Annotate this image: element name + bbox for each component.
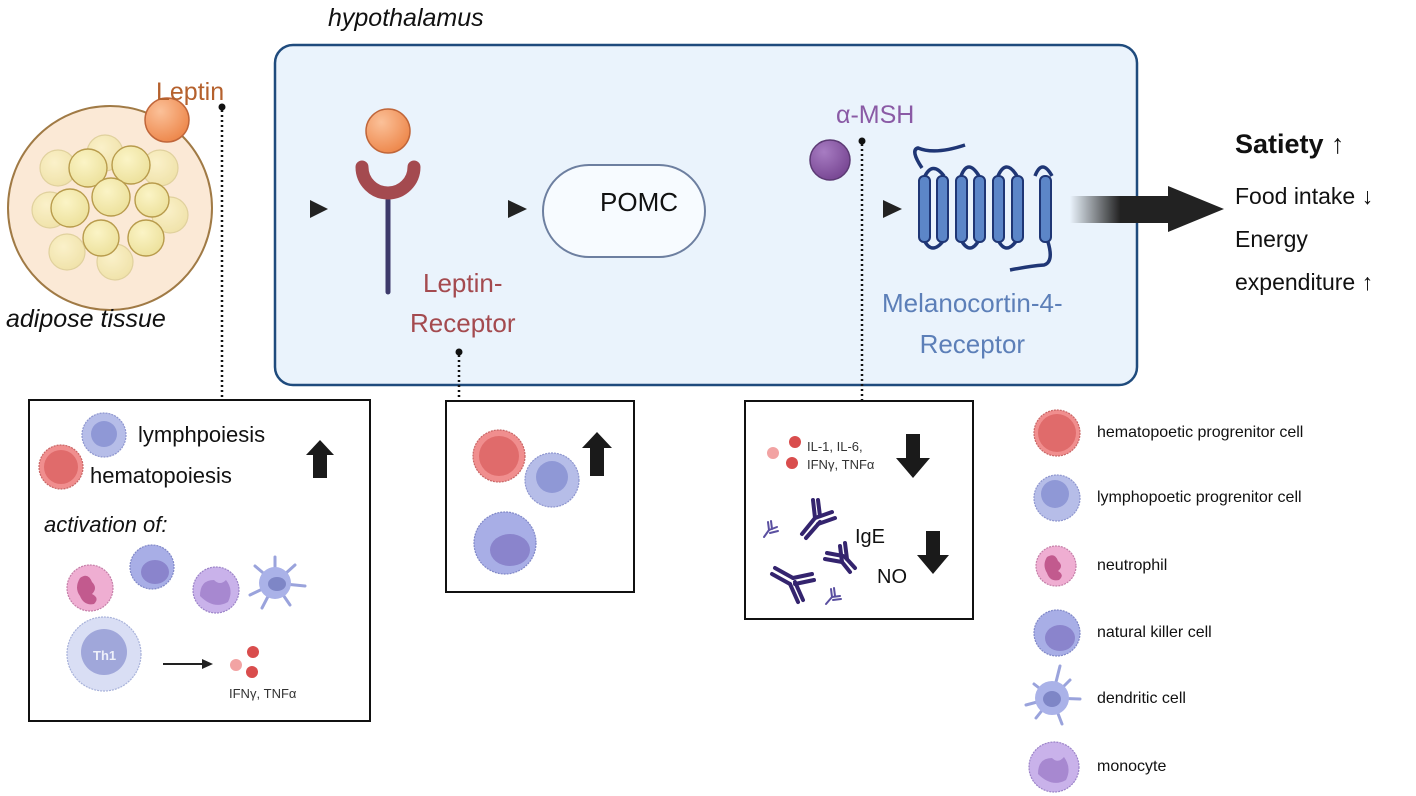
- arrow-to-satiety: [1070, 186, 1224, 232]
- msh-cytokines-line2: IFNγ, TNFα: [807, 457, 875, 472]
- th1-cytokines-label: IFNγ, TNFα: [229, 686, 297, 701]
- natural-killer-cell-icon: [473, 511, 537, 575]
- mc4r-label: Melanocortin-4- Receptor: [882, 283, 1063, 365]
- leptin-receptor-icon: [355, 108, 421, 295]
- legend-item-label: dendritic cell: [1097, 690, 1186, 707]
- mc4r-label-line1: Melanocortin-4-: [882, 288, 1063, 318]
- lymphopoetic-progenitor-cell-icon: [81, 412, 127, 458]
- receptor-leader-dot: [455, 348, 463, 356]
- leptin-receptor-label-line1: Leptin-: [423, 268, 503, 298]
- legend-monocyte-icon: [1028, 741, 1080, 793]
- lymphpoiesis-label: lymphpoiesis: [138, 422, 266, 447]
- arrow-adipose-to-receptor: [214, 200, 328, 218]
- ige-antibodies-icon: [763, 498, 857, 605]
- hematopoiesis-label: hematopoiesis: [90, 463, 232, 488]
- msh-leader-dot: [858, 137, 866, 145]
- legend-neutrophil-icon: [1035, 545, 1077, 587]
- leptin-receptor-label: Leptin- Receptor: [410, 263, 516, 343]
- legend-item-label: lymphopoetic progrenitor cell: [1097, 489, 1302, 506]
- mc4r-receptor-icon: [913, 143, 1054, 272]
- arrow-receptor-to-pomc: [425, 200, 527, 218]
- dendritic-cell-icon: [248, 555, 307, 610]
- natural-killer-cell-icon: [129, 544, 175, 590]
- legend-item-label: natural killer cell: [1097, 624, 1212, 641]
- legend-dendritic-icon: [1024, 664, 1082, 726]
- no-label: NO: [877, 566, 907, 588]
- hypothalamus-label: hypothalamus: [328, 4, 484, 32]
- legend-hematopoetic-icon: [1033, 409, 1081, 457]
- activation-label: activation of:: [44, 512, 168, 537]
- msh-molecule-icon: [809, 139, 851, 181]
- adipose-tissue-icon: [7, 105, 213, 311]
- adipose-tissue-label: adipose tissue: [6, 305, 166, 333]
- leptin-molecule-icon: [144, 97, 190, 143]
- outcome-energy: Energy: [1235, 226, 1308, 252]
- down-arrow-icon: [917, 531, 949, 574]
- msh-cytokines-line1: IL-1, IL-6,: [807, 439, 863, 454]
- legend-natural-killer-icon: [1033, 609, 1081, 657]
- hematopoetic-progenitor-cell-icon: [38, 444, 84, 490]
- pomc-node: [542, 164, 706, 258]
- cytokines-icon: [767, 436, 801, 469]
- arrow-th1-to-cytokines: [163, 659, 213, 669]
- leptin-leader-dot: [218, 103, 226, 111]
- monocyte-icon: [192, 566, 240, 614]
- outcome-expenditure: expenditure ↑: [1235, 269, 1374, 295]
- lymphopoetic-progenitor-cell-icon: [524, 452, 580, 508]
- mc4r-label-line2: Receptor: [919, 329, 1026, 359]
- neutrophil-icon: [66, 564, 114, 612]
- msh-cytokines-label: IL-1, IL-6, IFNγ, TNFα: [807, 438, 874, 474]
- th1-cell-icon: [66, 616, 142, 692]
- up-arrow-icon: [582, 432, 612, 476]
- alpha-msh-label: α-MSH: [836, 101, 915, 129]
- hematopoetic-progenitor-cell-icon: [472, 429, 526, 483]
- pomc-label: POMC: [600, 187, 678, 217]
- ige-label: IgE: [855, 526, 886, 548]
- legend-item-label: monocyte: [1097, 758, 1167, 775]
- outcome-food-intake: Food intake ↓: [1235, 183, 1374, 209]
- arrow-pomc-to-mc4r: [720, 200, 902, 218]
- satiety-title: Satiety ↑: [1235, 129, 1345, 159]
- down-arrow-icon: [896, 434, 930, 478]
- msh-effects-panel: [744, 400, 974, 620]
- th1-label: Th1: [93, 648, 117, 663]
- leptin-receptor-label-line2: Receptor: [410, 308, 516, 338]
- up-arrow-icon: [306, 440, 334, 478]
- legend-item-label: hematopoetic progrenitor cell: [1097, 424, 1304, 441]
- leptin-label: Leptin: [156, 78, 225, 106]
- legend-lymphopoetic-icon: [1033, 474, 1081, 522]
- legend-item-label: neutrophil: [1097, 557, 1168, 574]
- cytokines-icon: [230, 646, 259, 678]
